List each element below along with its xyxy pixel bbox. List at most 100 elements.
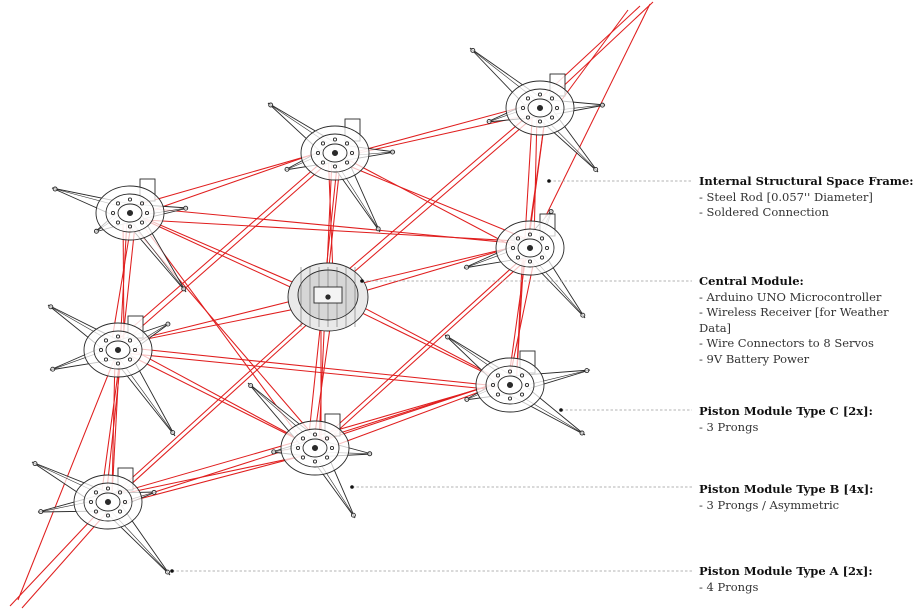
bolt-hole [103,357,109,362]
bolt-hole [127,224,133,229]
bolt-hole [93,490,99,495]
bolt-hole [524,382,530,388]
prong-pin [350,512,356,518]
bolt-hole [117,509,123,514]
steel-rod [340,103,534,157]
bolt-hole [510,245,516,251]
bolt-hole [300,436,306,441]
hub-pin [126,209,134,217]
steel-rod [311,250,537,455]
prong-pin [165,321,171,327]
bolt-hole [539,255,545,260]
bolt-hole [139,201,145,206]
steel-rod [104,299,335,509]
prong-pin [93,228,99,234]
prong-pin [375,226,381,232]
steel-rod [331,158,535,243]
prong-pin [284,166,290,172]
callout-central-module-item: Wireless Receiver [for Weather Data] [699,305,920,336]
bolt-hole [105,513,111,518]
bolt-hole [127,338,133,343]
callout-space-frame-item: Steel Rod [0.057'' Diameter] [699,190,914,206]
bolt-hole [115,220,121,225]
bolt-hole [344,141,350,146]
bolt-hole [515,236,521,241]
callout-space-frame-item: Soldered Connection [699,205,914,221]
leader-anchor-dot [360,279,364,283]
leader-anchor-dot [170,569,174,573]
hub-pin [311,444,319,452]
bolt-hole [88,499,94,505]
callout-space-frame: Internal Structural Space Frame: Steel R… [699,174,914,221]
bolt-hole [127,357,133,362]
hub-pin [536,104,544,112]
prong-pin [599,102,605,108]
bolt-hole [537,92,543,97]
bolt-hole [324,436,330,441]
steel-rod [340,155,528,255]
callout-piston-type-a-item: 4 Prongs [699,580,873,596]
bolt-hole [519,373,525,378]
steel-rod [110,146,340,347]
callout-central-module-item: Arduino UNO Microcontroller [699,290,920,306]
bolt-hole [139,220,145,225]
prong-pin [170,430,176,436]
bolt-hole [515,255,521,260]
bolt-hole [132,347,138,353]
bolt-hole [527,259,533,264]
hub-pin [506,381,514,389]
steel-rod [318,253,528,443]
callout-piston-type-c-item: 3 Prongs [699,420,873,436]
bolt-hole [539,236,545,241]
steel-rod [17,349,119,601]
steel-rod [533,113,538,243]
prong-pin [165,569,170,575]
piston-module [444,334,591,436]
bolt-hole [98,347,104,353]
bolt-hole [315,150,321,156]
callout-space-frame-title: Internal Structural Space Frame: [699,174,914,188]
prong-pin [248,383,254,389]
bolt-hole [519,392,525,397]
hub-pin [114,346,122,354]
bolt-hole [490,382,496,388]
prong-pin [367,451,373,457]
bolt-hole [344,160,350,165]
leader-anchor-dot [547,179,551,183]
prong-pin [390,149,396,155]
bolt-hole [103,338,109,343]
piston-module [51,178,189,293]
callout-piston-type-c-title: Piston Module Type C [2x]: [699,404,873,418]
steel-rod [135,148,329,217]
callout-central-module: Central Module: Arduino UNO Microcontrol… [699,274,920,367]
hub-pin [331,149,339,157]
callout-piston-type-a-title: Piston Module Type A [2x]: [699,564,873,578]
bolt-hole [537,119,543,124]
bolt-hole [324,455,330,460]
prong-pin [486,118,492,124]
central-hub-pin [325,294,331,300]
steel-rod [331,113,538,292]
piston-module [267,102,396,233]
bolt-hole [507,369,513,374]
prong-pin [268,102,274,108]
piston-module [463,209,586,319]
bolt-hole [115,201,121,206]
bolt-hole [115,334,121,339]
steel-rod [320,101,545,294]
central-module [287,262,369,332]
bolt-hole [549,96,555,101]
prong-pin [183,205,189,211]
callout-central-module-item: 9V Battery Power [699,352,920,368]
bolt-hole [320,141,326,146]
bolt-hole [544,245,550,251]
bolt-hole [110,210,116,216]
bolt-hole [554,105,560,111]
bolt-hole [329,445,335,451]
bolt-hole [122,499,128,505]
hub-pin [526,244,534,252]
prong-pin [48,304,54,310]
bolt-hole [495,373,501,378]
